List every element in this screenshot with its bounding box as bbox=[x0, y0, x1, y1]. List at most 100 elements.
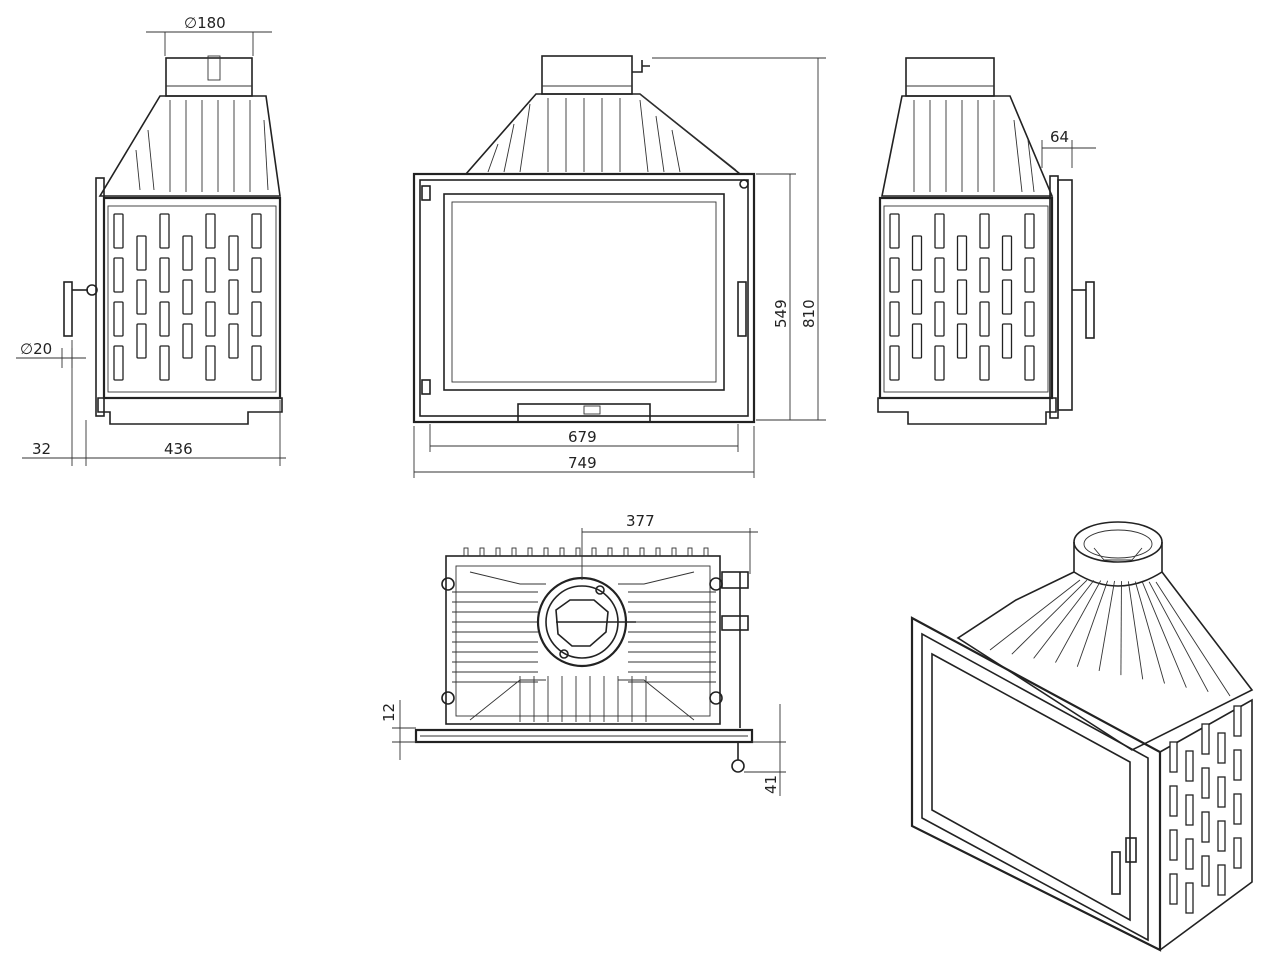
vent-slot bbox=[113, 257, 124, 293]
vent-slot bbox=[159, 257, 170, 293]
vent-slot bbox=[182, 279, 193, 315]
vent-slot bbox=[1185, 882, 1194, 914]
vent-slot bbox=[1024, 257, 1035, 293]
handle-diameter-label: ∅20 bbox=[20, 340, 52, 358]
depth-label: 436 bbox=[164, 440, 193, 458]
vent-slot bbox=[1201, 855, 1210, 887]
pin bbox=[527, 547, 533, 557]
vent-slot bbox=[182, 235, 193, 271]
pin bbox=[575, 547, 581, 557]
vent-slot bbox=[956, 279, 968, 315]
vent-slot bbox=[889, 301, 900, 337]
vent-slot bbox=[979, 301, 990, 337]
pin bbox=[703, 547, 709, 557]
vent-slot bbox=[205, 213, 216, 249]
vent-slot bbox=[136, 235, 147, 271]
vent-slot bbox=[251, 213, 262, 249]
vent-slot bbox=[1169, 829, 1178, 861]
top-view: 377 12 41 bbox=[380, 512, 786, 796]
door-offset-label: 41 bbox=[762, 775, 780, 794]
vent-slot bbox=[1024, 301, 1035, 337]
flue-diameter-label: ∅180 bbox=[184, 14, 226, 32]
vent-slot bbox=[1169, 873, 1178, 905]
right-side-view: 64 bbox=[877, 57, 1096, 425]
total-height-label: 810 bbox=[800, 299, 818, 328]
hood-fin bbox=[1033, 580, 1095, 659]
pin bbox=[495, 547, 501, 557]
vent-slot bbox=[1233, 705, 1242, 737]
hood-fin bbox=[1098, 580, 1115, 671]
vent-slot bbox=[251, 301, 262, 337]
vent-slot bbox=[1024, 213, 1035, 249]
vent-slot bbox=[956, 235, 968, 271]
vent-slot bbox=[1217, 776, 1226, 808]
vent-slot bbox=[1001, 279, 1013, 315]
front-view: 679 749 549 810 bbox=[412, 55, 826, 478]
frame-thickness-label: 12 bbox=[380, 703, 398, 722]
flue-offset-label: 377 bbox=[626, 512, 655, 530]
vent-slot bbox=[1217, 820, 1226, 852]
vent-slot bbox=[113, 301, 124, 337]
hood-fin bbox=[1055, 580, 1102, 663]
pin bbox=[511, 547, 517, 557]
vent-slot bbox=[1169, 785, 1178, 817]
vent-slot bbox=[251, 345, 262, 381]
vent-slot bbox=[182, 323, 193, 359]
vent-slot bbox=[979, 345, 990, 381]
glass-width-label: 679 bbox=[568, 428, 597, 446]
vent-slot bbox=[1233, 793, 1242, 825]
vent-slot bbox=[911, 235, 923, 271]
pin bbox=[623, 547, 629, 557]
vent-slot bbox=[889, 213, 900, 249]
vent-slot bbox=[1201, 723, 1210, 755]
vent-slot bbox=[934, 301, 945, 337]
vent-slot bbox=[113, 213, 124, 249]
vent-slot bbox=[251, 257, 262, 293]
vent-slot bbox=[979, 213, 990, 249]
vent-slot bbox=[1201, 767, 1210, 799]
vent-slot bbox=[159, 345, 170, 381]
hood-fin bbox=[1076, 580, 1109, 667]
vent-slot bbox=[228, 323, 239, 359]
vent-slot bbox=[1201, 811, 1210, 843]
vent-slot bbox=[889, 257, 900, 293]
pin bbox=[687, 547, 693, 557]
pin bbox=[591, 547, 597, 557]
vent-slot bbox=[136, 323, 147, 359]
pin bbox=[559, 547, 565, 557]
hood-fin bbox=[1155, 581, 1231, 697]
vent-slot bbox=[1233, 837, 1242, 869]
vent-slot bbox=[1217, 864, 1226, 896]
side-step-label: 64 bbox=[1050, 128, 1069, 146]
left-side-view: ∅180 ∅20 32 436 bbox=[16, 14, 286, 466]
vent-slot bbox=[1001, 235, 1013, 271]
vent-slot bbox=[1001, 323, 1013, 359]
vent-slot bbox=[113, 345, 124, 381]
vent-slot bbox=[205, 301, 216, 337]
hood-fin bbox=[989, 579, 1081, 651]
vent-slot bbox=[159, 213, 170, 249]
pin bbox=[543, 547, 549, 557]
vent-slot bbox=[934, 345, 945, 381]
vent-slot bbox=[934, 257, 945, 293]
vent-slot bbox=[1024, 345, 1035, 381]
vent-slot bbox=[228, 279, 239, 315]
vent-slot bbox=[889, 345, 900, 381]
hood-fin bbox=[1011, 579, 1088, 655]
vent-slot bbox=[1185, 794, 1194, 826]
vent-slot bbox=[205, 257, 216, 293]
vent-slot bbox=[205, 345, 216, 381]
pin bbox=[607, 547, 613, 557]
hood-fin bbox=[1148, 581, 1209, 693]
vent-slot bbox=[1185, 838, 1194, 870]
hood-fin bbox=[1120, 581, 1122, 676]
pin bbox=[463, 547, 469, 557]
vent-slot bbox=[136, 279, 147, 315]
hood-fin bbox=[1127, 581, 1144, 680]
vent-slot bbox=[911, 279, 923, 315]
vent-slot bbox=[979, 257, 990, 293]
vent-slot bbox=[934, 213, 945, 249]
hood-fin bbox=[1134, 581, 1165, 684]
vent-slot bbox=[1185, 750, 1194, 782]
